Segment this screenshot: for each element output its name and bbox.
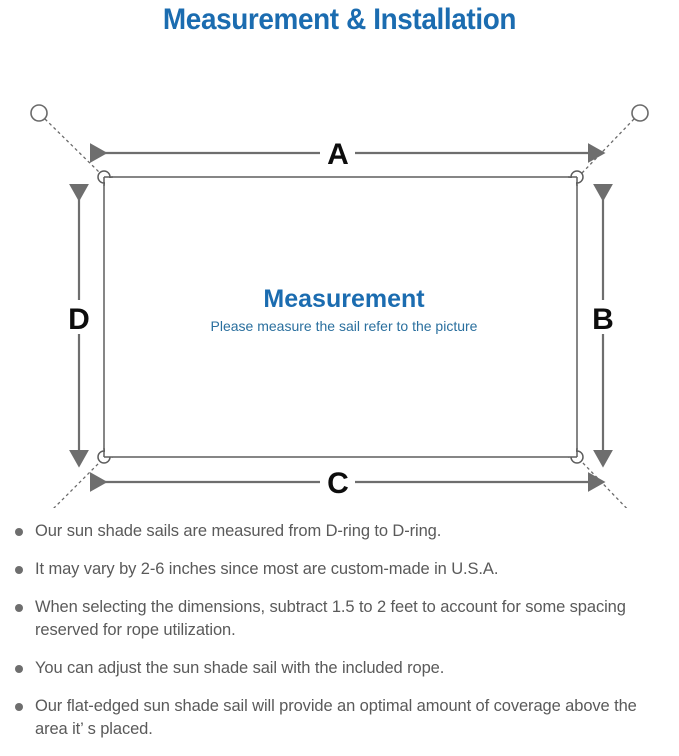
note-text: When selecting the dimensions, subtract …	[35, 598, 626, 639]
bullet-icon	[15, 604, 23, 612]
dimension-label-a: A	[327, 138, 349, 171]
list-item: Our sun shade sails are measured from D-…	[10, 520, 665, 543]
dimension-label-c: C	[327, 467, 349, 500]
bullet-icon	[15, 703, 23, 711]
diagram-center-subtext: Please measure the sail refer to the pic…	[211, 318, 478, 334]
dimension-label-d: D	[68, 303, 90, 336]
sun-shade-sail-measurement-diagram: A C D B Measurement Please measure the s…	[30, 104, 649, 508]
note-text: Our flat-edged sun shade sail will provi…	[35, 697, 637, 738]
corner-ring-masks	[105, 178, 576, 457]
rope-line-bottom-right	[581, 461, 628, 508]
list-item: Our flat-edged sun shade sail will provi…	[10, 695, 665, 741]
diagram-container: A C D B Measurement Please measure the s…	[0, 38, 679, 508]
d-ring-icon-top-left	[30, 104, 48, 122]
list-item: You can adjust the sun shade sail with t…	[10, 657, 665, 680]
rope-line-top-right	[581, 118, 635, 174]
rope-line-bottom-left	[53, 461, 101, 508]
list-item: It may vary by 2-6 inches since most are…	[10, 558, 665, 581]
bullet-icon	[15, 528, 23, 536]
list-item: When selecting the dimensions, subtract …	[10, 596, 665, 642]
sail-edge-restore	[103, 176, 578, 458]
note-text: You can adjust the sun shade sail with t…	[35, 659, 445, 677]
diagram-center-heading: Measurement	[263, 285, 425, 313]
anchor-d-rings	[30, 104, 649, 122]
sail-outline	[103, 176, 578, 458]
note-text: Our sun shade sails are measured from D-…	[35, 522, 442, 540]
d-ring-icon-top-right	[631, 104, 649, 122]
note-text: It may vary by 2-6 inches since most are…	[35, 560, 499, 578]
dimension-label-b: B	[592, 303, 614, 336]
notes-list: Our sun shade sails are measured from D-…	[0, 520, 679, 756]
bullet-icon	[15, 566, 23, 574]
bullet-icon	[15, 665, 23, 673]
page-title: Measurement & Installation	[162, 3, 517, 36]
rope-line-top-left	[44, 118, 101, 174]
rope-lines	[44, 118, 635, 508]
